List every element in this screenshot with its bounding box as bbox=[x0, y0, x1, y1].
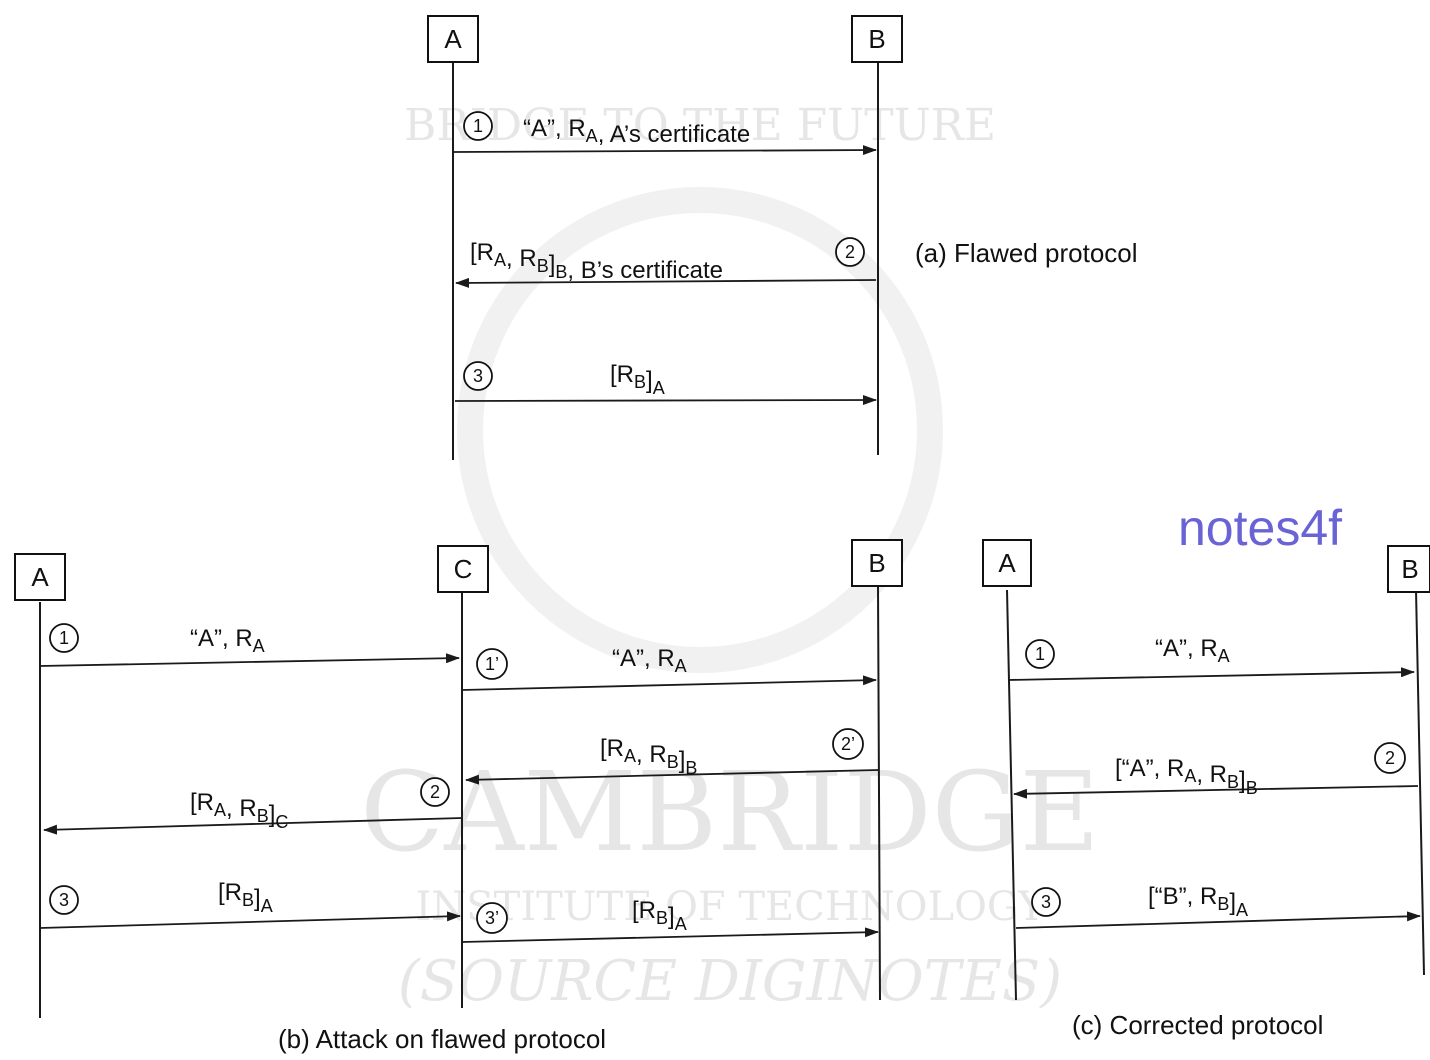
step-num-b-2p: 2’ bbox=[841, 734, 855, 754]
entity-label-b: B bbox=[868, 24, 885, 54]
msg-b-1-label: “A”, RA bbox=[190, 625, 265, 656]
step-num-c-2: 2 bbox=[1385, 748, 1395, 768]
caption-c: (c) Corrected protocol bbox=[1072, 1010, 1323, 1040]
arrow-c-msg3 bbox=[1016, 916, 1420, 928]
lifeline-b-b bbox=[878, 586, 880, 1000]
step-num-b-1p: 1’ bbox=[485, 654, 499, 674]
brand-text: notes4f bbox=[1178, 500, 1342, 556]
msg3-label: [RB]A bbox=[610, 361, 665, 398]
step-num-b-3p: 3’ bbox=[485, 908, 499, 928]
step-num-2: 2 bbox=[845, 242, 855, 262]
entity-label-c-b: B bbox=[1401, 554, 1418, 584]
step-num-b-1: 1 bbox=[59, 628, 69, 648]
entity-label-b-b: B bbox=[868, 548, 885, 578]
msg-c-1-label: “A”, RA bbox=[1155, 635, 1230, 666]
arrow-b-msg1p bbox=[462, 680, 876, 690]
watermark-source: (SOURCE DIGINOTES) bbox=[398, 949, 1062, 1014]
step-num-c-1: 1 bbox=[1035, 644, 1045, 664]
step-num-3: 3 bbox=[473, 366, 483, 386]
lifeline-c-b bbox=[1416, 590, 1424, 975]
watermark-sub: INSTITUTE OF TECHNOLOGY bbox=[415, 884, 1045, 930]
arrow-c-msg1 bbox=[1008, 672, 1414, 680]
entity-label-b-a: A bbox=[31, 562, 49, 592]
step-num-c-3: 3 bbox=[1041, 892, 1051, 912]
arrow-b-msg3p bbox=[462, 932, 878, 942]
step-num-b-2: 2 bbox=[430, 782, 440, 802]
step-num-b-3: 3 bbox=[59, 890, 69, 910]
caption-a: (a) Flawed protocol bbox=[915, 238, 1138, 268]
entity-label-c-a: A bbox=[998, 548, 1016, 578]
msg2-label: [RA, RB]B, B’s certificate bbox=[470, 239, 723, 284]
arrow-msg3 bbox=[455, 400, 876, 401]
panel-a: A B 1 “A”, RA, A’s certificate [RA, RB]B… bbox=[428, 16, 1138, 460]
msg-b-3-label: [RB]A bbox=[218, 879, 273, 916]
watermark-name: CAMBRIDGE bbox=[360, 748, 1100, 876]
arrow-b-msg1 bbox=[40, 658, 459, 666]
entity-label-b-c: C bbox=[454, 554, 473, 584]
caption-b: (b) Attack on flawed protocol bbox=[278, 1024, 606, 1054]
entity-label-a: A bbox=[444, 24, 462, 54]
arrow-b-msg3 bbox=[40, 916, 460, 928]
step-num-1: 1 bbox=[473, 116, 483, 136]
msg-c-3-label: [“B”, RB]A bbox=[1148, 883, 1248, 920]
